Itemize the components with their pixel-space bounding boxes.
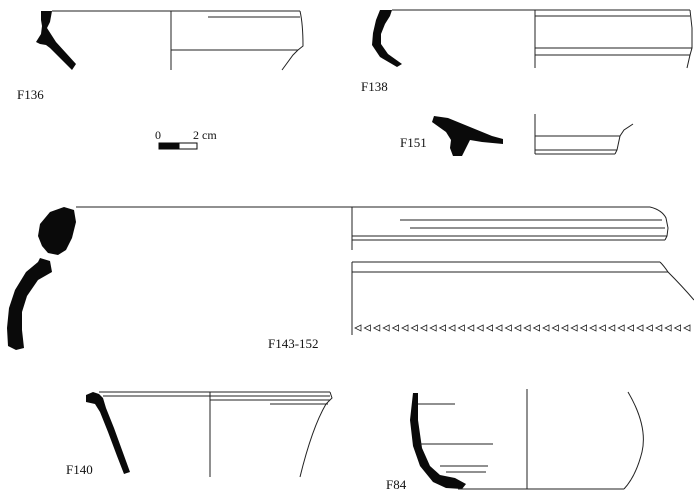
triangle-mark xyxy=(654,324,663,332)
f138-label: F138 xyxy=(361,79,388,94)
triangle-mark xyxy=(457,324,465,332)
f84-label: F84 xyxy=(386,477,407,491)
triangle-mark xyxy=(579,324,587,332)
scale-bar: 0 2 cm xyxy=(155,128,217,150)
f136-body-profile xyxy=(281,10,304,71)
triangle-mark xyxy=(382,324,390,332)
f143-152-label: F143-152 xyxy=(268,336,319,351)
triangle-mark xyxy=(401,324,409,332)
sherd-f138: F138 xyxy=(361,9,693,94)
f143-152-wall-profile xyxy=(659,261,694,301)
triangle-mark xyxy=(429,324,437,332)
triangle-mark xyxy=(513,324,522,332)
triangle-mark xyxy=(448,324,456,332)
scale-bar-black-segment xyxy=(158,142,180,150)
triangle-mark xyxy=(438,324,446,332)
triangle-mark xyxy=(532,324,540,332)
triangle-mark xyxy=(485,324,493,332)
f138-section-profile xyxy=(372,10,402,67)
f143-152-rim-section xyxy=(38,207,76,255)
triangle-mark xyxy=(523,324,531,332)
f140-wall-profile xyxy=(299,391,333,478)
f151-label: F151 xyxy=(400,135,427,150)
f151-wall-profile xyxy=(614,123,634,155)
triangle-mark xyxy=(570,324,578,332)
triangle-mark xyxy=(560,324,569,332)
sherd-f136: F136 xyxy=(17,10,304,102)
f138-body-profile xyxy=(686,9,693,69)
f151-section-profile xyxy=(432,116,503,156)
triangle-mark xyxy=(495,324,503,332)
triangle-mark xyxy=(617,324,625,332)
scale-bar-end-label: 2 cm xyxy=(193,128,217,142)
scale-bar-start-label: 0 xyxy=(155,128,161,142)
triangle-mark xyxy=(354,324,362,332)
triangle-mark xyxy=(589,324,597,332)
triangle-mark xyxy=(542,324,550,332)
sherd-f140: F140 xyxy=(66,391,333,478)
f84-section-profile xyxy=(410,393,466,489)
f140-section-profile xyxy=(86,392,130,474)
triangle-mark xyxy=(645,324,653,332)
triangle-mark xyxy=(551,324,559,332)
f136-label: F136 xyxy=(17,87,44,102)
triangle-mark xyxy=(664,324,672,332)
sherd-f84: F84 xyxy=(386,389,644,491)
triangle-mark xyxy=(504,324,512,332)
triangle-mark xyxy=(466,324,475,332)
f143-152-body-section xyxy=(7,258,52,350)
triangle-mark xyxy=(410,324,418,332)
f136-section-profile xyxy=(36,11,76,70)
f84-wall-profile xyxy=(623,391,644,490)
triangle-mark xyxy=(598,324,606,332)
triangle-mark xyxy=(363,324,371,332)
triangle-mark xyxy=(391,324,399,332)
triangle-mark xyxy=(607,324,616,332)
triangle-mark xyxy=(683,324,691,332)
triangle-mark xyxy=(476,324,484,332)
sherd-f143-152: F143-152 xyxy=(7,206,694,351)
f143-152-triangle-decoration xyxy=(354,324,691,332)
scale-bar-white-segment xyxy=(178,142,198,150)
triangle-mark xyxy=(419,324,428,332)
f140-label: F140 xyxy=(66,462,93,477)
f143-152-rim-profile xyxy=(649,206,669,241)
triangle-mark xyxy=(636,324,644,332)
triangle-mark xyxy=(372,324,381,332)
sherd-f151: F151 xyxy=(400,114,634,156)
triangle-mark xyxy=(626,324,634,332)
triangle-mark xyxy=(673,324,681,332)
